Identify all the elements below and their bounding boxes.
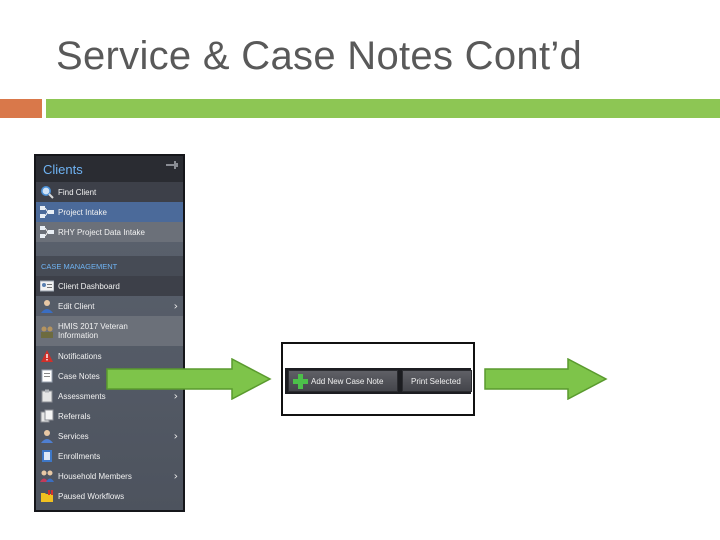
sidebar-item-label: HMIS 2017 Veteran Information — [58, 322, 128, 340]
sidebar-item-label: Enrollments — [58, 451, 101, 461]
sidebar-item-edit-client[interactable]: Edit Client › — [36, 296, 183, 316]
slide-title: Service & Case Notes Cont’d — [56, 34, 583, 78]
sidebar-item-notifications[interactable]: Notifications — [36, 346, 183, 366]
household-icon — [40, 470, 54, 482]
sidebar-item-label: RHY Project Data Intake — [58, 227, 146, 237]
sidebar-item-enrollments[interactable]: Enrollments — [36, 446, 183, 466]
print-selected-button[interactable]: Print Selected — [402, 370, 472, 392]
sidebar-item-referrals[interactable]: Referrals — [36, 406, 183, 426]
sidebar-item-label: Case Notes — [58, 371, 100, 381]
print-selected-label: Print Selected — [411, 376, 461, 386]
chevron-right-icon: › — [173, 429, 178, 443]
sidebar-item-case-notes[interactable]: Case Notes — [36, 366, 183, 386]
case-note-toolbar: Add New Case Note Print Selected — [285, 368, 472, 394]
folder-pause-icon — [41, 490, 53, 502]
add-new-case-note-button[interactable]: Add New Case Note — [288, 370, 398, 392]
chevron-right-icon: › — [173, 469, 178, 483]
sidebar-item-label: Referrals — [58, 411, 91, 421]
clipboard-icon — [41, 389, 53, 403]
sidebar-item-label: Household Members — [58, 471, 132, 481]
sidebar-section-case-management: CASE MANAGEMENT — [36, 256, 183, 276]
person-icon — [41, 300, 53, 313]
chevron-right-icon: › — [173, 299, 178, 313]
referral-icon — [40, 409, 54, 423]
sidebar-item-client-dashboard[interactable]: Client Dashboard — [36, 276, 183, 296]
sidebar-header: Clients — [36, 156, 183, 182]
sidebar-item-label: Assessments — [58, 391, 106, 401]
arrow-right-icon — [484, 358, 608, 400]
chevron-right-icon: › — [173, 389, 178, 403]
sidebar-item-label: Client Dashboard — [58, 281, 120, 291]
sidebar-item-label: Services — [58, 431, 89, 441]
sidebar-item-assessments[interactable]: Assessments › — [36, 386, 183, 406]
alert-icon — [41, 350, 53, 362]
sidebar-item-project-intake[interactable]: Project Intake — [36, 202, 183, 222]
pin-icon[interactable] — [166, 161, 178, 169]
sidebar-item-paused-workflows[interactable]: Paused Workflows — [36, 486, 183, 506]
veteran-group-icon — [41, 326, 53, 338]
accent-bar-orange — [0, 99, 42, 118]
notebook-icon — [41, 369, 53, 383]
network-icon — [40, 206, 54, 218]
sidebar-item-label: Find Client — [58, 187, 97, 197]
sidebar-panel: Clients Find Client Project In — [36, 156, 183, 510]
clients-sidebar: Clients Find Client Project In — [34, 154, 185, 512]
arrow-right-icon — [106, 358, 272, 400]
book-icon — [42, 450, 52, 462]
network-icon — [40, 226, 54, 238]
sidebar-item-find-client[interactable]: Find Client — [36, 182, 183, 202]
sidebar-item-services[interactable]: Services › — [36, 426, 183, 446]
service-person-icon — [41, 430, 53, 443]
add-new-case-note-label: Add New Case Note — [311, 376, 384, 386]
sidebar-item-hmis-veteran-information[interactable]: HMIS 2017 Veteran Information — [36, 316, 183, 346]
sidebar-item-label: Project Intake — [58, 207, 107, 217]
toolbar-screenshot: Add New Case Note Print Selected — [281, 342, 475, 416]
sidebar-item-household-members[interactable]: Household Members › — [36, 466, 183, 486]
sidebar-title: Clients — [43, 162, 83, 177]
accent-bar-green — [46, 99, 720, 118]
search-icon — [41, 186, 54, 199]
sidebar-item-label: Edit Client — [58, 301, 95, 311]
sidebar-item-rhy-project-data-intake[interactable]: RHY Project Data Intake — [36, 222, 183, 242]
sidebar-item-label: Paused Workflows — [58, 491, 125, 501]
sidebar-item-label: Notifications — [58, 351, 102, 361]
plus-icon — [293, 374, 308, 389]
id-card-icon — [40, 280, 54, 292]
